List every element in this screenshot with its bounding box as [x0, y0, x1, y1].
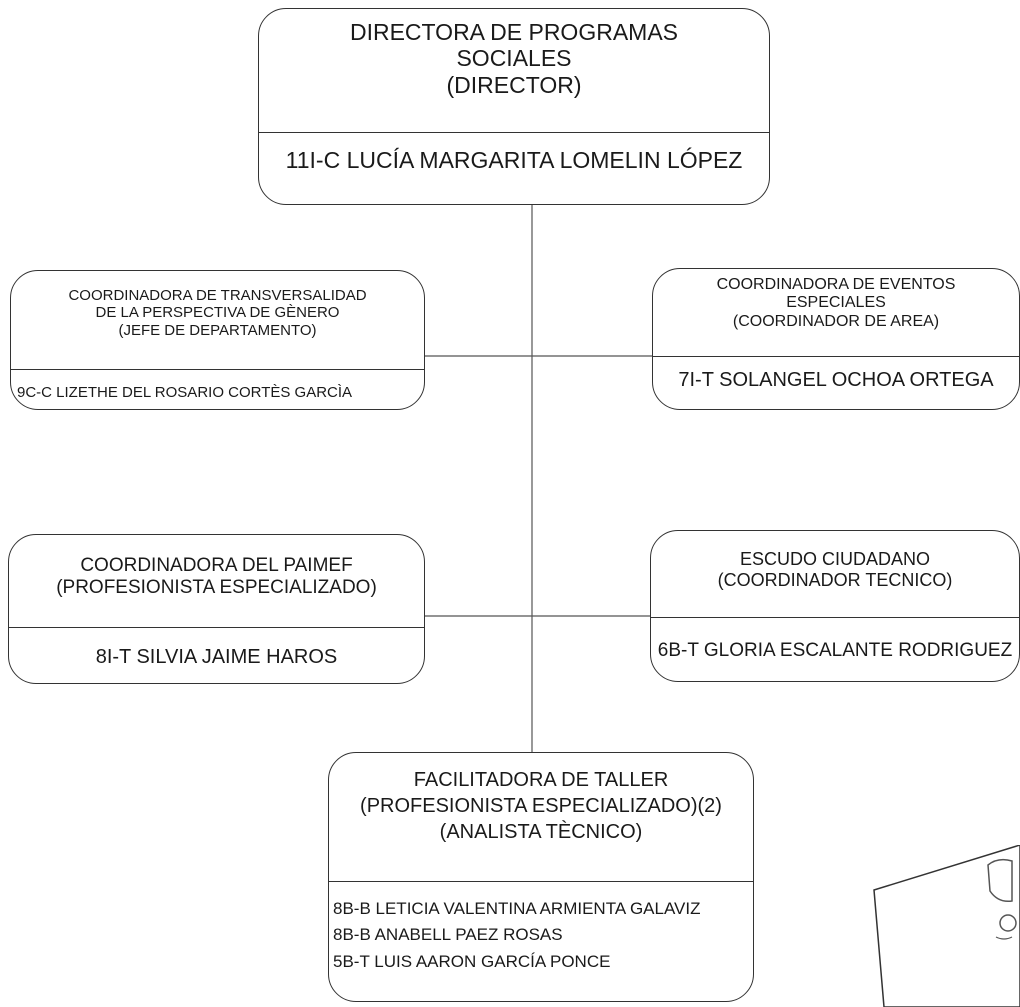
transversalidad-title: COORDINADORA DE TRANSVERSALIDAD DE LA PE… — [11, 271, 424, 369]
paimef-title: COORDINADORA DEL PAIMEF (PROFESIONISTA E… — [9, 535, 424, 627]
eventos-title-line-2: ESPECIALES — [786, 294, 886, 312]
paimef-divider — [9, 627, 424, 628]
escudo-title: ESCUDO CIUDADANO (COORDINADOR TECNICO) — [651, 531, 1019, 617]
facilitadora-people: 8B-B LETICIA VALENTINA ARMIENTA GALAVIZ … — [329, 882, 753, 975]
director-divider — [259, 132, 769, 133]
transversalidad-divider — [11, 369, 424, 370]
director-title-line-2: SOCIALES — [456, 45, 572, 72]
escudo-person: 6B-T GLORIA ESCALANTE RODRIGUEZ — [657, 640, 1013, 661]
facilitadora-box: FACILITADORA DE TALLER (PROFESIONISTA ES… — [328, 752, 754, 1002]
eventos-title-line-3: (COORDINADOR DE AREA) — [732, 312, 940, 330]
transversalidad-box: COORDINADORA DE TRANSVERSALIDAD DE LA PE… — [10, 270, 425, 410]
eventos-person: 7I-T SOLANGEL OCHOA ORTEGA — [678, 369, 994, 391]
escudo-title-line-2: (COORDINADOR TECNICO) — [717, 569, 953, 590]
facilitadora-title-line-2: (PROFESIONISTA ESPECIALIZADO)(2) — [360, 795, 722, 817]
eventos-divider — [653, 356, 1019, 357]
director-title: DIRECTORA DE PROGRAMAS SOCIALES (DIRECTO… — [259, 9, 769, 132]
paimef-title-line-2: (PROFESIONISTA ESPECIALIZADO) — [56, 576, 377, 598]
paimef-title-line-1: COORDINADORA DEL PAIMEF — [80, 555, 353, 576]
facilitadora-title: FACILITADORA DE TALLER (PROFESIONISTA ES… — [329, 753, 753, 881]
eventos-title-line-1: COORDINADORA DE EVENTOS — [716, 276, 956, 293]
stamp-seal — [873, 845, 1020, 1007]
facilitadora-divider — [329, 881, 753, 882]
transversalidad-title-line-1: COORDINADORA DE TRANSVERSALIDAD — [68, 287, 367, 304]
facilitadora-title-line-3: (ANALISTA TÈCNICO) — [439, 821, 643, 843]
transversalidad-title-line-2: DE LA PERSPECTIVA DE GÈNERO — [95, 304, 340, 322]
director-title-line-3: (DIRECTOR) — [446, 71, 582, 98]
director-box: DIRECTORA DE PROGRAMAS SOCIALES (DIRECTO… — [258, 8, 770, 205]
facilitadora-person-3: 5B-T LUIS AARON GARCÍA PONCE — [333, 951, 611, 971]
transversalidad-title-line-3: (JEFE DE DEPARTAMENTO) — [118, 321, 317, 339]
escudo-box: ESCUDO CIUDADANO (COORDINADOR TECNICO) 6… — [650, 530, 1020, 682]
escudo-title-line-1: ESCUDO CIUDADANO — [739, 549, 931, 569]
facilitadora-person-1: 8B-B LETICIA VALENTINA ARMIENTA GALAVIZ — [333, 899, 701, 918]
paimef-person: 8I-T SILVIA JAIME HAROS — [95, 646, 338, 668]
eventos-title: COORDINADORA DE EVENTOS ESPECIALES (COOR… — [653, 269, 1019, 356]
facilitadora-person-2: 8B-B ANABELL PAEZ ROSAS — [333, 925, 563, 945]
transversalidad-person: 9C-C LIZETHE DEL ROSARIO CORTÈS GARCÌA — [17, 384, 353, 401]
paimef-box: COORDINADORA DEL PAIMEF (PROFESIONISTA E… — [8, 534, 425, 684]
facilitadora-title-line-1: FACILITADORA DE TALLER — [413, 769, 669, 791]
director-title-line-1: DIRECTORA DE PROGRAMAS — [349, 19, 679, 45]
escudo-divider — [651, 617, 1019, 618]
director-person: 11I-C LUCÍA MARGARITA LOMELIN LÓPEZ — [285, 147, 743, 173]
eventos-box: COORDINADORA DE EVENTOS ESPECIALES (COOR… — [652, 268, 1020, 410]
